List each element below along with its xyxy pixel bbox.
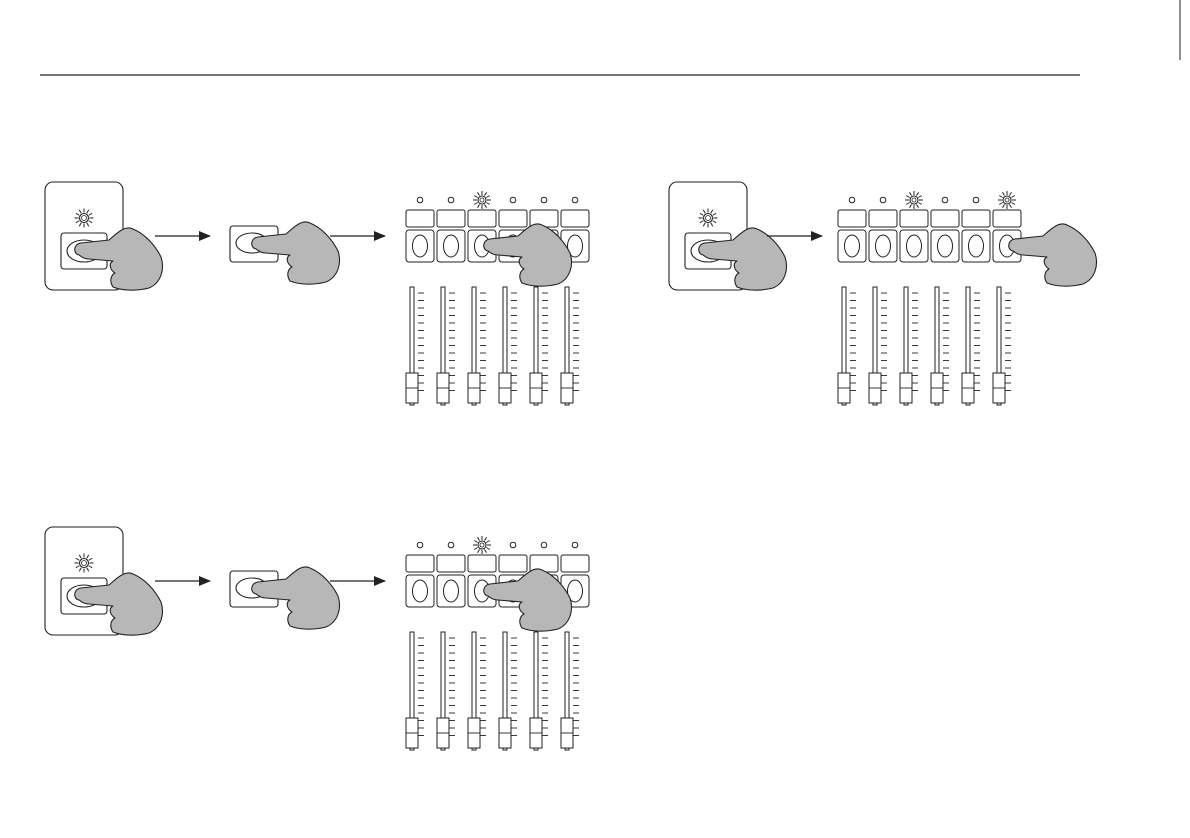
- channel-label-box: [406, 555, 434, 572]
- fader-icon: [437, 632, 455, 750]
- channel-strip: [406, 191, 589, 405]
- unlit-led-icon: [541, 197, 547, 203]
- channel-label-box: [838, 210, 866, 227]
- panel-top-left: [45, 182, 589, 405]
- lit-led-icon: [473, 191, 491, 209]
- unlit-led-icon: [448, 197, 454, 203]
- secondary-button: [230, 222, 340, 284]
- channel-4: [499, 197, 527, 405]
- unlit-led-icon: [510, 542, 516, 548]
- channel-label-box: [499, 555, 527, 572]
- channel-4: [931, 197, 959, 405]
- secondary-button: [230, 567, 340, 629]
- channel-6: [993, 191, 1021, 405]
- fader-icon: [838, 287, 856, 405]
- channel-2: [437, 542, 465, 750]
- fader-icon: [561, 632, 579, 750]
- panel-bottom-left: [45, 527, 589, 750]
- channel-1: [406, 197, 434, 405]
- unlit-led-icon: [942, 197, 948, 203]
- channel-2: [869, 197, 897, 405]
- channel-5: [962, 197, 990, 405]
- panel-top-right: [669, 182, 1097, 405]
- channel-label-box: [437, 210, 465, 227]
- channel-3: [468, 536, 496, 750]
- lit-led-icon: [998, 191, 1016, 209]
- unlit-led-icon: [973, 197, 979, 203]
- fader-icon: [869, 287, 887, 405]
- unlit-led-icon: [448, 542, 454, 548]
- button-cap: [938, 235, 953, 257]
- channel-label-box: [900, 210, 928, 227]
- fader-icon: [406, 632, 424, 750]
- fader-icon: [437, 287, 455, 405]
- fader-icon: [561, 287, 579, 405]
- button-cap: [413, 580, 428, 602]
- channel-1: [406, 542, 434, 750]
- fader-icon: [530, 287, 548, 405]
- lit-led-icon: [905, 191, 923, 209]
- fader-icon: [499, 632, 517, 750]
- channel-label-box: [993, 210, 1021, 227]
- channel-strip: [838, 191, 1097, 405]
- channel-label-box: [962, 210, 990, 227]
- button-cap: [969, 235, 984, 257]
- button-cap: [444, 580, 459, 602]
- button-cap: [444, 235, 459, 257]
- fader-icon: [962, 287, 980, 405]
- unlit-led-icon: [572, 542, 578, 548]
- fader-icon: [406, 287, 424, 405]
- channel-6: [561, 197, 589, 405]
- pointing-hand-icon: [1009, 224, 1097, 286]
- channel-6: [561, 542, 589, 750]
- fader-icon: [931, 287, 949, 405]
- fader-icon: [993, 287, 1011, 405]
- unlit-led-icon: [880, 197, 886, 203]
- channel-3: [468, 191, 496, 405]
- fader-icon: [468, 287, 486, 405]
- unlit-led-icon: [417, 197, 423, 203]
- unlit-led-icon: [849, 197, 855, 203]
- button-cap: [845, 235, 860, 257]
- channel-label-box: [931, 210, 959, 227]
- lit-led-icon: [473, 536, 491, 554]
- channel-strip: [406, 536, 589, 750]
- unlit-led-icon: [510, 197, 516, 203]
- channel-2: [437, 197, 465, 405]
- channel-label-box: [499, 210, 527, 227]
- button-cap: [907, 235, 922, 257]
- channel-label-box: [468, 210, 496, 227]
- unlit-led-icon: [541, 542, 547, 548]
- master-button-panel: [45, 527, 163, 635]
- button-cap: [876, 235, 891, 257]
- channel-label-box: [561, 555, 589, 572]
- unlit-led-icon: [417, 542, 423, 548]
- unlit-led-icon: [572, 197, 578, 203]
- channel-label-box: [406, 210, 434, 227]
- master-button-panel: [45, 182, 163, 290]
- fader-icon: [468, 632, 486, 750]
- channel-label-box: [468, 555, 496, 572]
- channel-label-box: [561, 210, 589, 227]
- button-cap: [413, 235, 428, 257]
- fader-icon: [499, 287, 517, 405]
- fader-icon: [530, 632, 548, 750]
- channel-1: [838, 197, 866, 405]
- channel-4: [499, 542, 527, 750]
- channel-label-box: [437, 555, 465, 572]
- channel-label-box: [869, 210, 897, 227]
- fader-icon: [900, 287, 918, 405]
- channel-3: [900, 191, 928, 405]
